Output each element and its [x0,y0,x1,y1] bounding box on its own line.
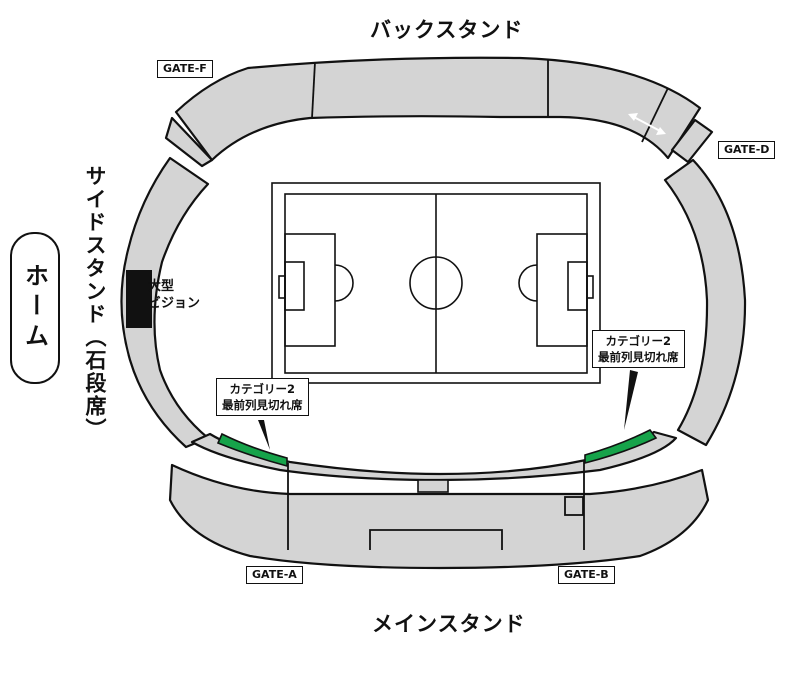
main-stand[interactable] [168,430,710,570]
home-badge: ホーム [10,232,60,384]
large-screen [126,270,152,328]
vision-line1: 大型 [148,279,175,294]
callout-right-line1: カテゴリー2 [605,334,671,348]
callout-right-line2: 最前列見切れ席 [598,350,679,364]
highlight-left[interactable] [216,432,288,468]
side-stand-label: サイドスタンド（石段席） [83,165,107,441]
gate-d[interactable]: GATE-D [718,141,776,159]
gate-f[interactable]: GATE-F [157,60,213,78]
gate-b[interactable]: GATE-B [558,566,615,584]
corner-block-top-left [164,116,214,168]
double-arrow-icon [628,113,666,135]
callout-left-line2: 最前列見切れ席 [222,398,303,412]
large-vision-label: 大型 ビジョン [148,278,200,312]
callout-right: カテゴリー2 最前列見切れ席 [592,330,685,368]
home-label: ホーム [20,263,49,353]
back-stand-label: バックスタンド [370,18,524,42]
callout-left: カテゴリー2 最前列見切れ席 [216,378,309,416]
side-stand[interactable] [120,156,210,449]
pitch [271,182,601,384]
back-stand[interactable] [174,56,702,162]
corner-block-top-right [670,118,714,164]
right-stand[interactable] [663,158,747,447]
callout-left-line1: カテゴリー2 [229,382,295,396]
callout-pointer-right [624,370,638,430]
callout-pointer-left [258,420,270,450]
gate-a[interactable]: GATE-A [246,566,303,584]
main-stand-label: メインスタンド [372,612,526,636]
highlight-right[interactable] [584,428,658,465]
vision-line2: ビジョン [148,296,201,311]
